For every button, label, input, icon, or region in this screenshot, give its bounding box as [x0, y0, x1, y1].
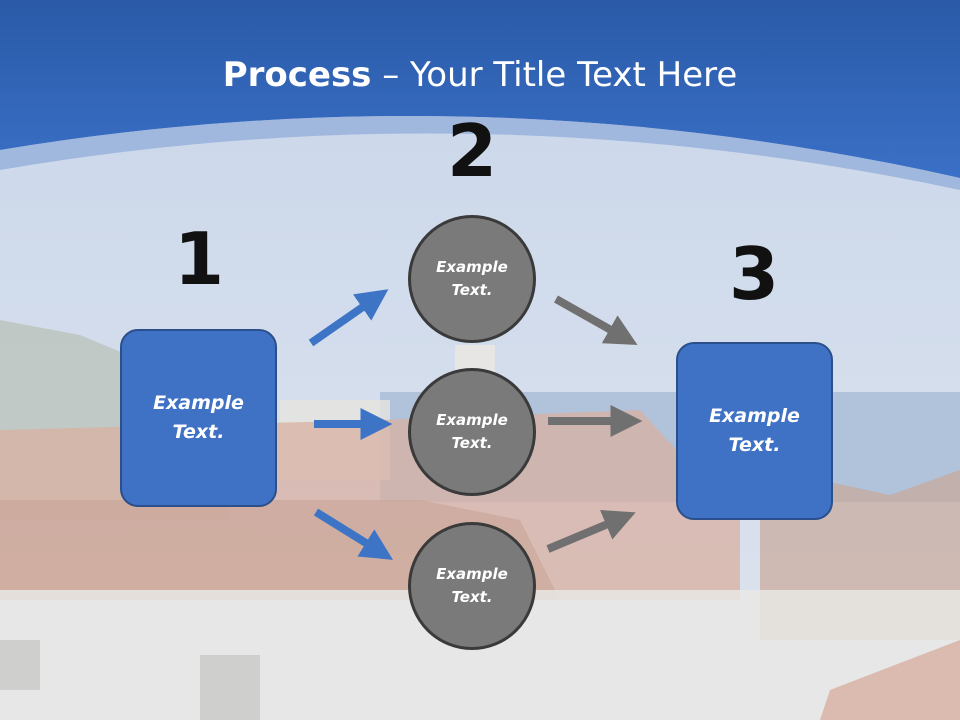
step-1-text-line2: Text.	[172, 421, 225, 443]
step-2-circle-top: Example Text.	[408, 215, 536, 343]
step-1-box: Example Text.	[120, 329, 277, 507]
arrow-to-circle-top	[308, 289, 389, 347]
step-1-text-line1: Example	[153, 392, 244, 414]
title-rest: – Your Title Text Here	[371, 55, 738, 95]
arrow-circle-bottom-to-step-3	[546, 509, 636, 553]
step-3-text-line1: Example	[709, 405, 800, 427]
arrow-circle-top-to-step-3	[554, 295, 638, 346]
step-number-2: 2	[446, 109, 498, 193]
slide-title: Process – Your Title Text Here	[0, 52, 960, 98]
arrow-to-circle-bottom	[313, 508, 394, 560]
title-bold: Process	[222, 55, 372, 95]
step-2-circle-middle: Example Text.	[408, 368, 536, 496]
circle-top-text-line1: Example	[436, 258, 508, 276]
circle-middle-text-line2: Text.	[451, 434, 493, 452]
circle-top-text-line2: Text.	[451, 281, 493, 299]
circle-bottom-text-line1: Example	[436, 565, 508, 583]
circle-middle-text-line1: Example	[436, 411, 508, 429]
step-number-1: 1	[173, 217, 225, 301]
step-3-text-line2: Text.	[728, 434, 781, 456]
step-3-box: Example Text.	[676, 342, 833, 520]
circle-bottom-text-line2: Text.	[451, 588, 493, 606]
step-2-circle-bottom: Example Text.	[408, 522, 536, 650]
step-number-3: 3	[728, 232, 780, 316]
